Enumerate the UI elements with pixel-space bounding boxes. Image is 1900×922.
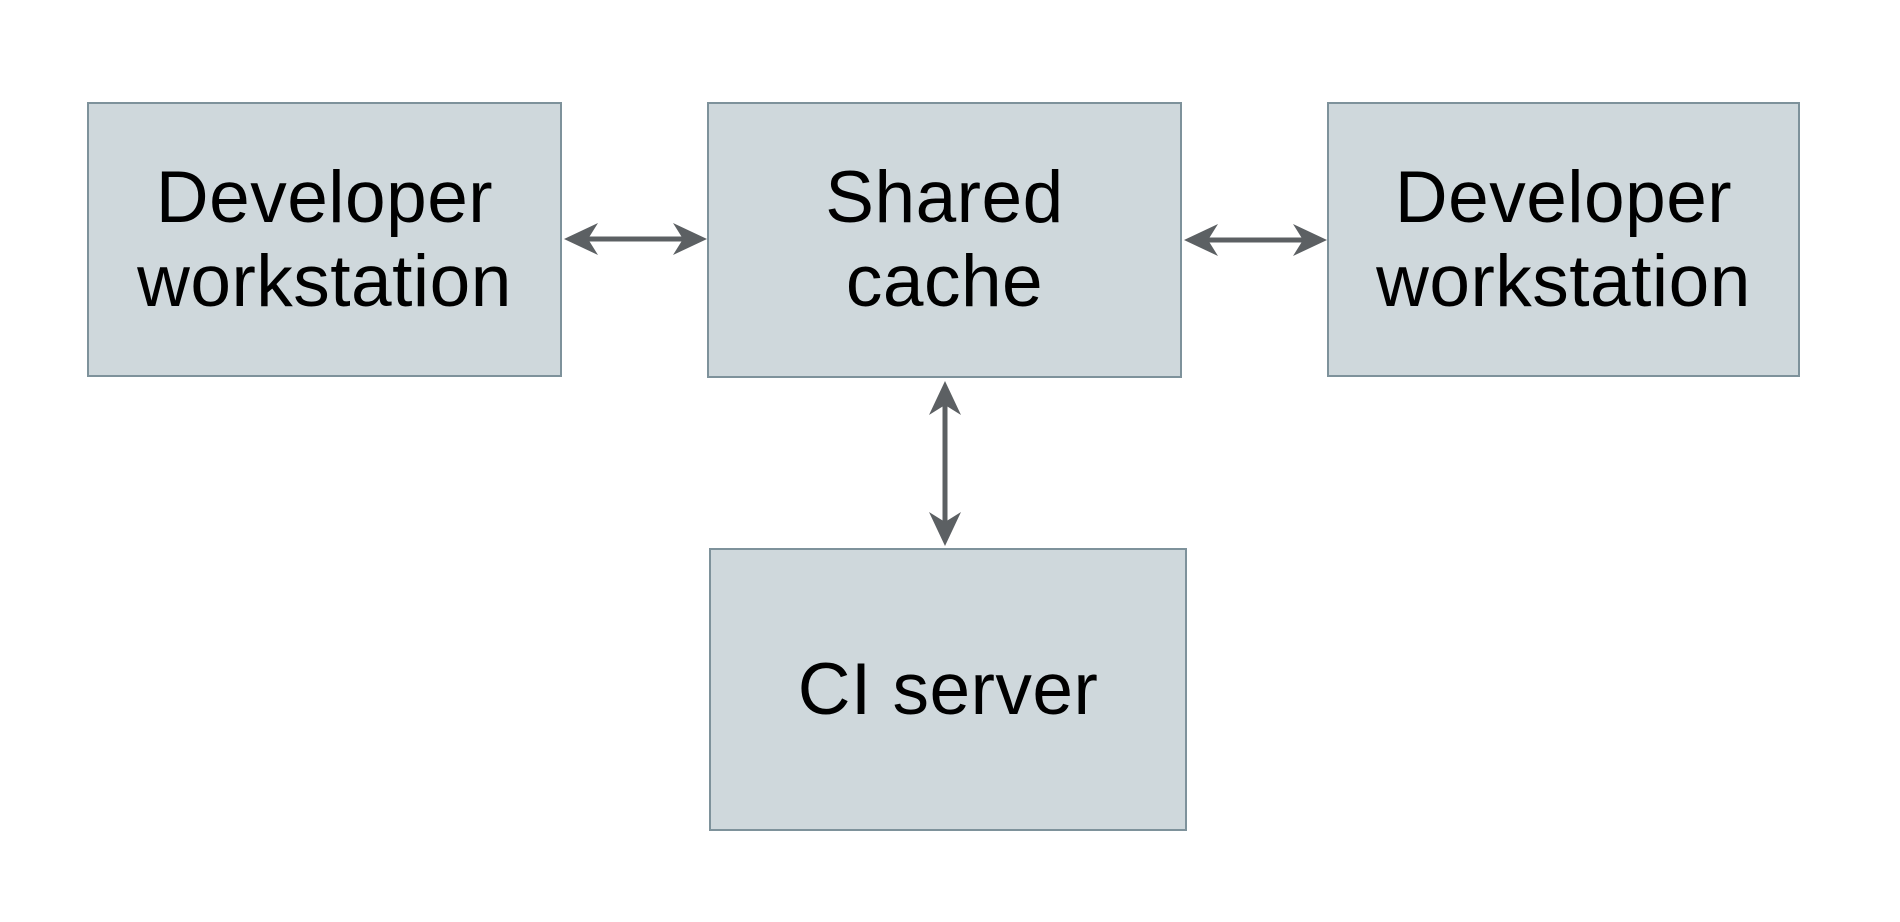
node-label-line: workstation	[137, 240, 512, 322]
bidirectional-arrow-vertical-icon	[929, 381, 961, 546]
node-label-line: Developer	[1394, 156, 1733, 238]
node-shared-cache: Shared cache	[707, 102, 1182, 378]
bidirectional-arrow-right-icon	[1184, 224, 1327, 256]
node-developer-workstation-left: Developer workstation	[87, 102, 562, 377]
bidirectional-arrow-left-icon	[564, 223, 707, 255]
node-label-line: workstation	[1376, 240, 1751, 322]
node-label-line: CI server	[797, 648, 1099, 730]
node-label-line: cache	[845, 241, 1044, 322]
node-developer-workstation-right: Developer workstation	[1327, 102, 1800, 377]
node-ci-server: CI server	[709, 548, 1187, 831]
node-label-line: Developer	[155, 156, 494, 238]
node-label-line: Shared	[825, 157, 1064, 238]
